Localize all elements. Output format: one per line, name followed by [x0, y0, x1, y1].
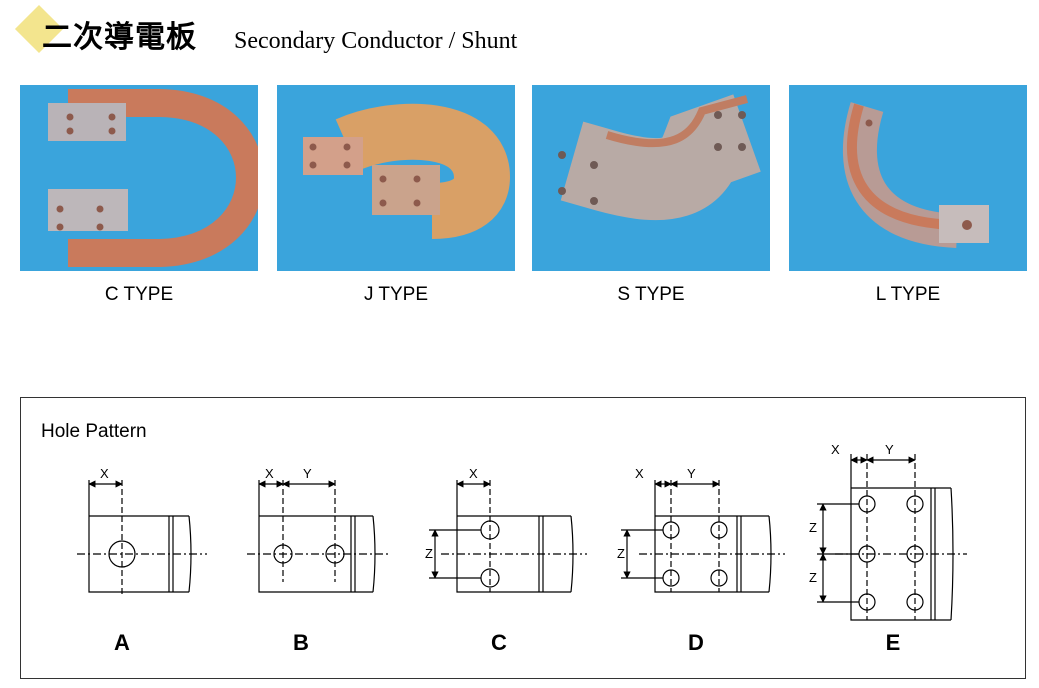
- c-type-caption: C TYPE: [104, 284, 174, 305]
- page-header: 二次導電板 Secondary Conductor / Shunt: [14, 4, 720, 58]
- s-type-caption: S TYPE: [617, 284, 685, 305]
- pattern-c-x-label: X: [469, 466, 478, 481]
- hole-pattern-diagrams: X X Y X Z X Y Z X Y Z Z A B C D E: [77, 442, 967, 655]
- hole-pattern-title: Hole Pattern: [41, 421, 147, 442]
- j-type-photo: [277, 85, 515, 271]
- pattern-e-z2-label: Z: [809, 570, 817, 585]
- pattern-b-diagram: [247, 480, 389, 593]
- hole-pattern-panel: Hole Pattern: [20, 397, 1026, 679]
- pattern-b-x-label: X: [265, 466, 274, 481]
- l-type-caption: L TYPE: [875, 284, 941, 305]
- pattern-a-diagram: [77, 480, 207, 596]
- pattern-d-y-label: Y: [687, 466, 696, 481]
- pattern-d-label: D: [688, 630, 704, 655]
- pattern-c-diagram: [429, 480, 587, 593]
- pattern-e-z1-label: Z: [809, 520, 817, 535]
- page-title-chinese: 二次導電板: [42, 20, 197, 55]
- pattern-d-diagram: [621, 480, 785, 593]
- page-title-english: Secondary Conductor / Shunt: [234, 28, 518, 54]
- pattern-b-y-label: Y: [303, 466, 312, 481]
- pattern-e-x-label: X: [831, 442, 840, 457]
- pattern-e-y-label: Y: [885, 442, 894, 457]
- pattern-d-x-label: X: [635, 466, 644, 481]
- l-type-photo: [789, 85, 1027, 271]
- pattern-a-x-label: X: [100, 466, 109, 481]
- pattern-e-label: E: [886, 630, 901, 655]
- c-type-photo: [20, 85, 258, 271]
- s-type-photo: [532, 85, 770, 271]
- pattern-b-label: B: [293, 630, 309, 655]
- pattern-a-label: A: [114, 630, 130, 655]
- pattern-c-label: C: [491, 630, 507, 655]
- j-type-caption: J TYPE: [363, 284, 429, 305]
- pattern-d-z-label: Z: [617, 546, 625, 561]
- pattern-e-diagram: [817, 454, 967, 621]
- pattern-c-z-label: Z: [425, 546, 433, 561]
